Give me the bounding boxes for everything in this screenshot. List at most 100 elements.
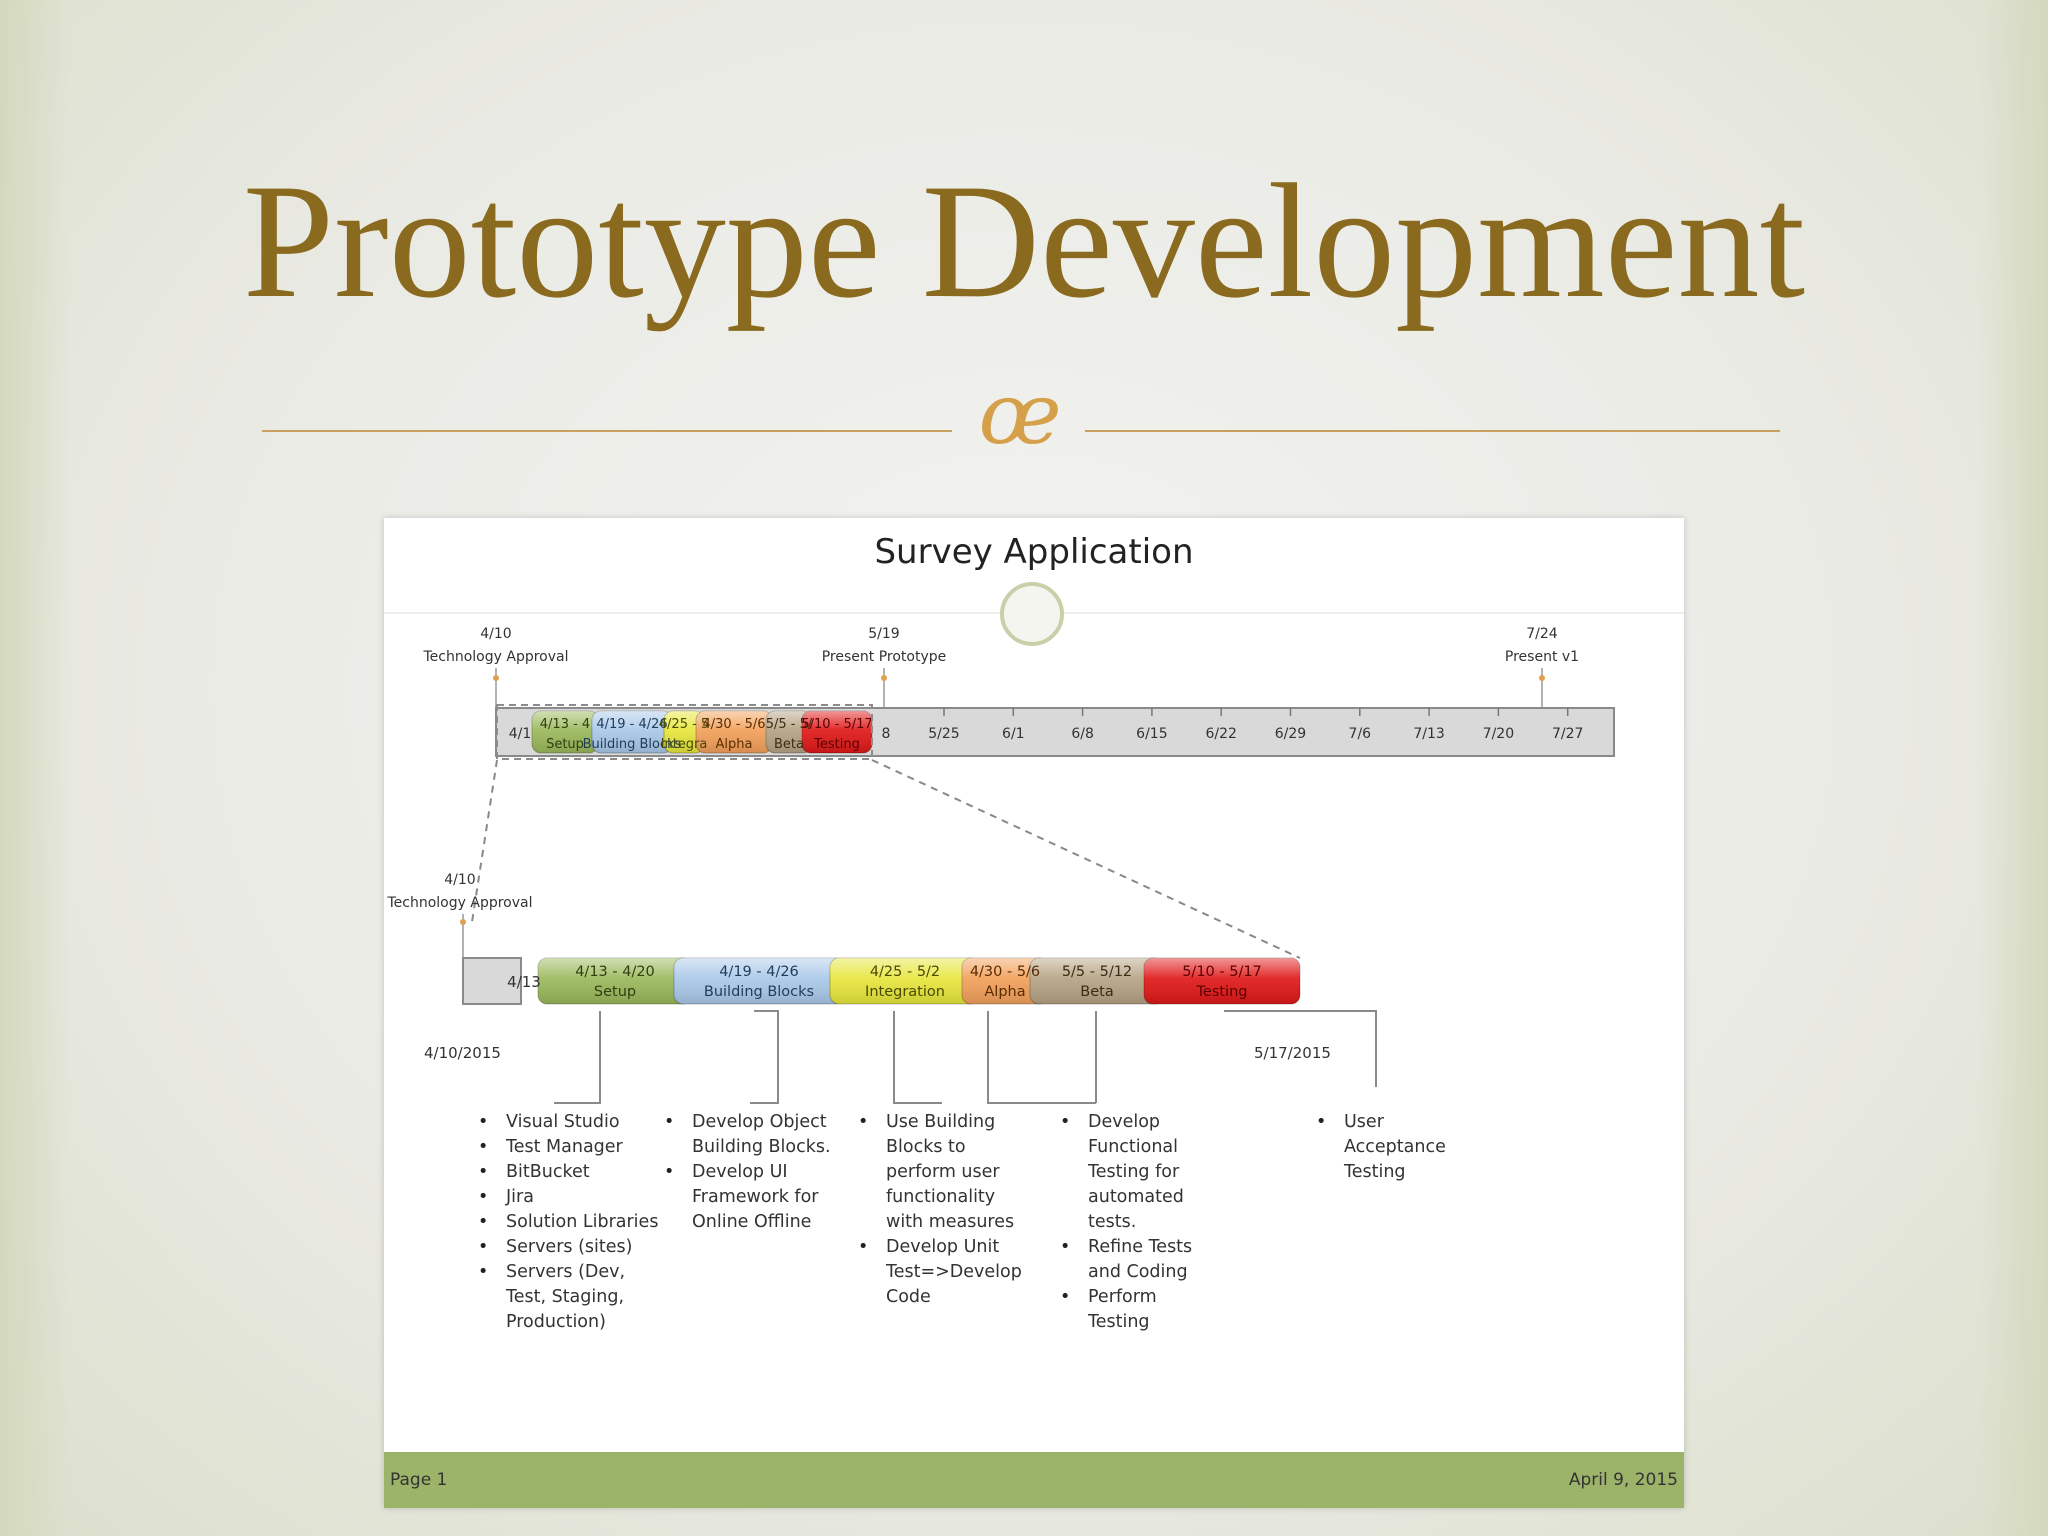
overview-phase-name: Building Blocks [583,737,682,752]
detail-milestone-label: Technology Approval [387,895,533,911]
zoom-connector-right [871,759,1301,959]
overview-milestone-date: 4/10 [480,626,511,642]
task-connector-setup [554,1011,601,1104]
left-edge-decoration [0,0,70,1536]
list-item: Use Building Blocks to perform user func… [858,1110,1022,1235]
overview-phase-dates: 4/19 - 4/26 [596,717,667,732]
timeline-tick-label: 7/27 [1552,726,1583,742]
list-item: Jira [478,1185,666,1210]
right-edge-decoration [1978,0,2048,1536]
milestone-marker [881,675,887,681]
detail-phase-dates: 4/25 - 5/2 [870,964,940,980]
overview-phase-dates: 4/25 - 5 [659,717,709,732]
detail-timeline-stub [462,957,522,1005]
overview-phase-bar [765,710,813,754]
task-connector-alpha-beta [987,1011,1096,1104]
overview-phase-dates: 5/10 - 5/17 [801,717,872,732]
embedded-timeline-page: Survey Application 4/10 Technology Appro… [384,518,1684,1508]
detail-phase-dates: 4/30 - 5/6 [970,964,1040,980]
detail-phase-bar [1143,957,1301,1005]
timeline-tick-label: 7/6 [1349,726,1372,742]
overview-phase-bar [663,710,705,754]
overview-partial-tick: 8 [882,726,891,742]
list-item: BitBucket [478,1160,666,1185]
overview-phase-dates: 4/13 - 4 [540,717,590,732]
milestone-marker [1539,675,1545,681]
task-list-setup: Visual Studio Test Manager BitBucket Jir… [476,1110,666,1335]
list-item: Servers (sites) [478,1235,666,1260]
detail-phase-name: Testing [1196,984,1248,1000]
detail-phase-bar [537,957,693,1005]
overview-phase-dates: 4/30 - 5/6 [702,717,765,732]
task-list-testing: User Acceptance Testing [1314,1110,1454,1185]
overview-phase-name: Setup [546,737,584,752]
list-item: Servers (Dev, Test, Staging, Production) [478,1260,666,1335]
list-item: Develop Object Building Blocks. [664,1110,832,1160]
detail-phase-dates: 4/13 - 4/20 [575,964,655,980]
task-list-integration: Use Building Blocks to perform user func… [856,1110,1022,1310]
detail-phase-bar [1029,957,1165,1005]
task-list-building-blocks: Develop Object Building Blocks. Develop … [662,1110,832,1235]
timeline-tick-label: 6/15 [1136,726,1167,742]
ornament-icon: œ [978,365,1062,463]
list-item: Develop Functional Testing for automated… [1060,1110,1198,1235]
sheet-footer: Page 1 April 9, 2015 [384,1452,1684,1508]
timeline-tick-label: 7/13 [1413,726,1444,742]
detail-phase-dates: 5/10 - 5/17 [1182,964,1262,980]
overview-phase-name: Alpha [716,737,753,752]
overview-milestone-label: Technology Approval [423,649,569,665]
detail-phase-name: Alpha [984,984,1025,1000]
detail-phase-bar [673,957,845,1005]
timeline-tick-label: 5/25 [928,726,959,742]
detail-phase-name: Building Blocks [704,984,814,1000]
milestone-marker [460,919,466,925]
overview-phase-name: Testing [813,737,860,752]
overview-milestone-date: 7/24 [1526,626,1558,642]
detail-end-date: 5/17/2015 [1254,1044,1331,1062]
overview-phase-bar [695,710,773,754]
zoom-connector-left [471,759,498,923]
zoom-selection-box [496,704,873,760]
overview-phase-name: Integra [661,737,708,752]
list-item: Solution Libraries [478,1210,666,1235]
task-connector-testing [1224,1010,1377,1087]
overview-phase-bar [531,710,599,754]
overview-start-marker: 4/1 [509,726,532,742]
list-item: Develop Unit Test=>Develop Code [858,1235,1022,1310]
overview-milestone-label: Present v1 [1505,649,1579,665]
list-item: Test Manager [478,1135,666,1160]
overview-milestone-date: 5/19 [868,626,899,642]
detail-phase-name: Integration [865,984,945,1000]
list-item: User Acceptance Testing [1316,1110,1454,1185]
timeline-tick-label: 6/22 [1205,726,1236,742]
detail-phase-dates: 4/19 - 4/26 [719,964,799,980]
timeline-tick-label: 6/8 [1071,726,1094,742]
detail-phase-name: Setup [594,984,636,1000]
overview-phase-dates: 5/5 - 5/ [766,717,813,732]
overview-milestone-label: Present Prototype [822,649,947,665]
list-item: Visual Studio [478,1110,666,1135]
timeline-tick-label: 6/29 [1275,726,1306,742]
slide-title: Prototype Development [242,151,1806,332]
timeline-tick-label: 7/20 [1483,726,1514,742]
timeline-tick-label: 6/1 [1002,726,1025,742]
task-connector-building-blocks [750,1010,779,1104]
list-item: Perform Testing [1060,1285,1198,1335]
task-list-beta: Develop Functional Testing for automated… [1058,1110,1198,1335]
binder-ring-decoration [1000,582,1064,646]
detail-phase-dates: 5/5 - 5/12 [1062,964,1132,980]
detail-phase-name: Beta [1080,984,1113,1000]
list-item: Develop UI Framework for Online Offline [664,1160,832,1235]
detail-start-marker: 4/13 [507,973,541,991]
detail-phase-bar [829,957,981,1005]
overview-phase-bar [591,710,673,754]
title-divider-left [262,430,952,432]
overview-phase-name: Beta [774,737,804,752]
sheet-title: Survey Application [874,532,1194,572]
page-number: Page 1 [390,1470,448,1490]
list-item: Refine Tests and Coding [1060,1235,1198,1285]
task-connector-integration [893,1011,942,1104]
detail-milestone-date: 4/10 [444,872,475,888]
overview-phase-bar [801,710,873,754]
footer-date: April 9, 2015 [1568,1470,1678,1490]
